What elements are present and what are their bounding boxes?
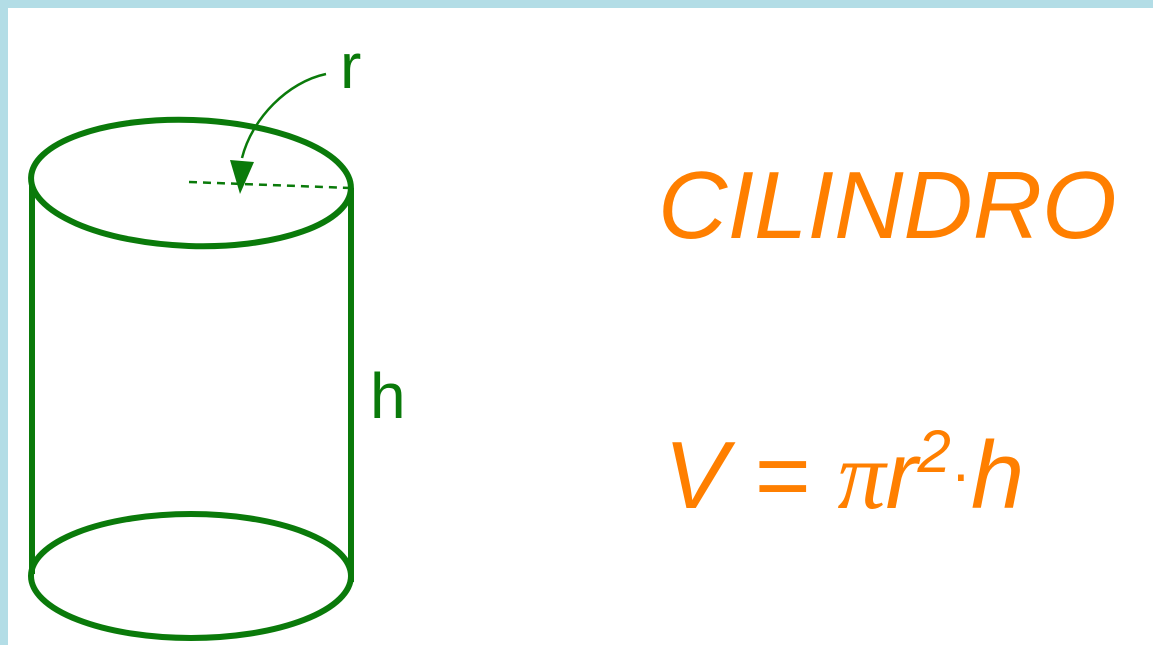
formula-pi: π bbox=[837, 422, 886, 529]
radius-arrowhead bbox=[230, 160, 254, 194]
cylinder-bottom-ellipse bbox=[28, 511, 354, 641]
formula-lhs: V bbox=[664, 422, 729, 529]
formula-r: r bbox=[885, 422, 918, 529]
formula-exponent: 2 bbox=[917, 418, 951, 485]
cylinder-diagram: r h bbox=[28, 30, 406, 641]
radius-arrow bbox=[240, 72, 327, 159]
radius-label: r bbox=[340, 30, 361, 102]
formula-dot: · bbox=[950, 440, 971, 507]
formula-equals: = bbox=[728, 422, 838, 529]
shape-title: CILINDRO bbox=[658, 152, 1117, 259]
formula-h: h bbox=[970, 422, 1025, 529]
volume-formula: V = πr2·h bbox=[664, 422, 1024, 524]
height-label: h bbox=[370, 360, 406, 432]
